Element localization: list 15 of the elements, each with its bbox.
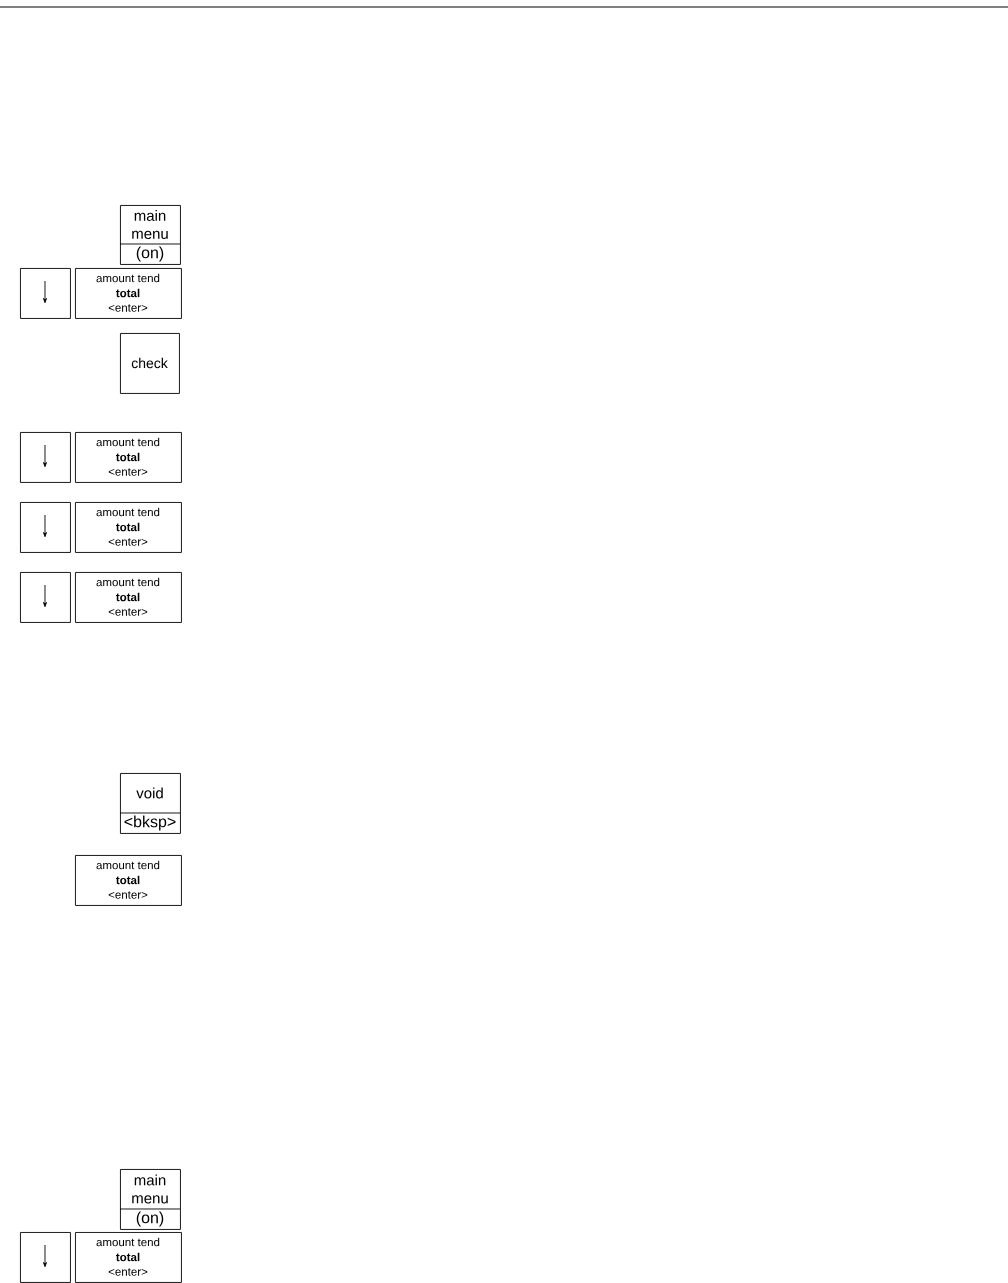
arrow-key (20, 1232, 71, 1283)
arrow-key (20, 268, 71, 319)
arrow-key (20, 502, 71, 553)
key: amount tend total <enter> (75, 572, 182, 623)
key: amount tend total <enter> (75, 502, 182, 553)
key: amount tend total <enter> (75, 432, 182, 483)
key: main menu (on) (119, 205, 181, 265)
key: main menu (on) (119, 1169, 181, 1230)
key: void <bksp> (119, 773, 181, 834)
key: amount tend total <enter> (75, 855, 182, 906)
key: amount tend total <enter> (75, 268, 182, 319)
arrow-key (20, 572, 71, 623)
key: check (120, 333, 180, 394)
key: amount tend total <enter> (75, 1232, 182, 1283)
arrow-key (20, 432, 71, 483)
